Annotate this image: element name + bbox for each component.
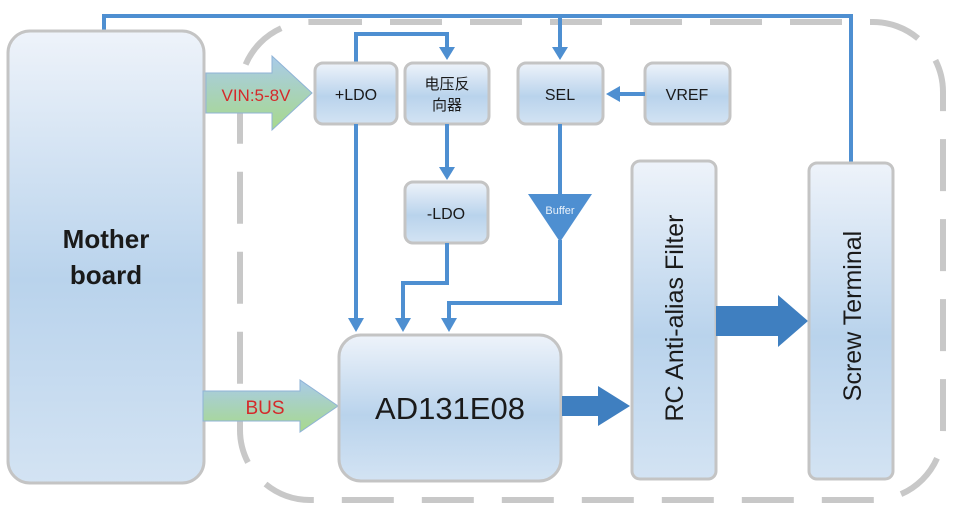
bus-label: BUS <box>245 398 284 419</box>
adc-to-filter-arrow <box>562 386 630 426</box>
pos-ldo-to-adc-wire <box>348 124 364 332</box>
module-boundary <box>237 19 946 503</box>
motherboard-label: Mother <box>63 224 150 254</box>
adc-label: AD131E08 <box>375 391 525 426</box>
vref-to-sel-wire <box>606 86 645 102</box>
top-wire <box>102 14 853 163</box>
vin-arrow: VIN:5-8V <box>205 54 313 132</box>
pos-ldo-block: +LDO <box>313 61 399 126</box>
adc-block: AD131E08 <box>337 333 563 483</box>
vin-label: VIN:5-8V <box>222 86 292 105</box>
sel-label: SEL <box>545 87 575 104</box>
rc-filter-label: RC Anti-alias Filter <box>661 215 689 422</box>
vref-label: VREF <box>666 87 709 104</box>
inverter-to-neg-ldo-wire <box>439 124 455 180</box>
buffer-amplifier: Buffer <box>528 194 592 242</box>
motherboard-block: Mother board <box>6 29 206 485</box>
neg-ldo-block: -LDO <box>403 180 490 245</box>
neg-ldo-to-adc-wire <box>395 243 449 332</box>
inverter-label-2: 向器 <box>432 97 462 114</box>
rc-filter-block: RC Anti-alias Filter <box>630 159 718 481</box>
bus-arrow: BUS <box>202 379 339 433</box>
neg-ldo-label: -LDO <box>427 206 465 223</box>
buffer-to-adc-wire <box>441 240 562 332</box>
filter-to-terminal-arrow <box>716 295 808 347</box>
screw-terminal-label: Screw Terminal <box>839 231 867 401</box>
sel-block: SEL <box>516 61 605 126</box>
buffer-label: Buffer <box>545 205 574 217</box>
screw-terminal-block: Screw Terminal <box>807 161 895 481</box>
inverter-label: 电压反 <box>424 76 469 93</box>
voltage-inverter-block: 电压反 向器 <box>403 61 491 126</box>
ldo-to-inverter-wire <box>354 32 455 62</box>
vref-block: VREF <box>643 61 732 126</box>
pos-ldo-label: +LDO <box>335 87 377 104</box>
motherboard-label-2: board <box>70 260 142 290</box>
